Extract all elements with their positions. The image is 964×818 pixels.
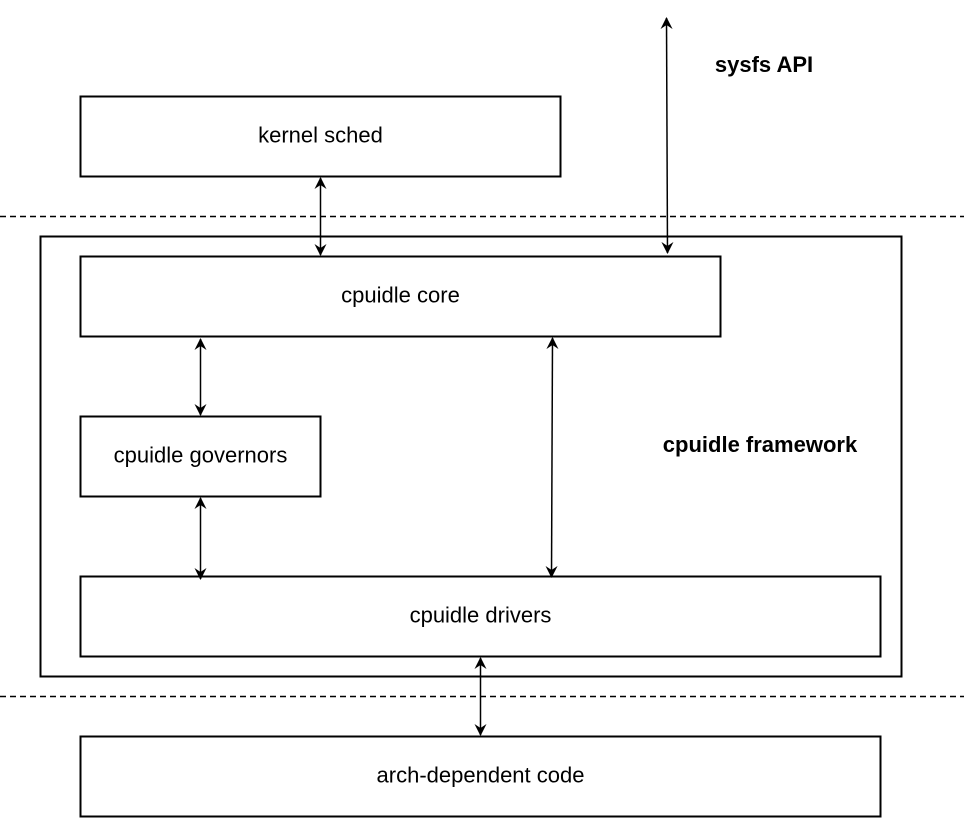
cpuidle-drivers-box: cpuidle drivers	[79, 575, 882, 658]
cpuidle-core-label: cpuidle core	[341, 282, 460, 307]
arrow-core-to-drivers	[545, 337, 559, 578]
arch-dependent-code-label: arch-dependent code	[377, 762, 585, 787]
sysfs-api-label: sysfs API	[715, 52, 813, 77]
arch-dependent-code-box: arch-dependent code	[79, 735, 882, 818]
cpuidle-core-box: cpuidle core	[79, 255, 722, 338]
cpuidle-governors-label: cpuidle governors	[114, 442, 288, 467]
cpuidle-drivers-label: cpuidle drivers	[410, 602, 552, 627]
kernel-sched-box: kernel sched	[79, 95, 562, 178]
kernel-sched-label: kernel sched	[258, 122, 383, 147]
cpuidle-framework-container	[39, 235, 903, 678]
arrow-sysfs-to-core	[660, 17, 674, 254]
cpuidle-governors-box: cpuidle governors	[79, 415, 322, 498]
cpuidle-framework-label: cpuidle framework	[663, 432, 858, 457]
